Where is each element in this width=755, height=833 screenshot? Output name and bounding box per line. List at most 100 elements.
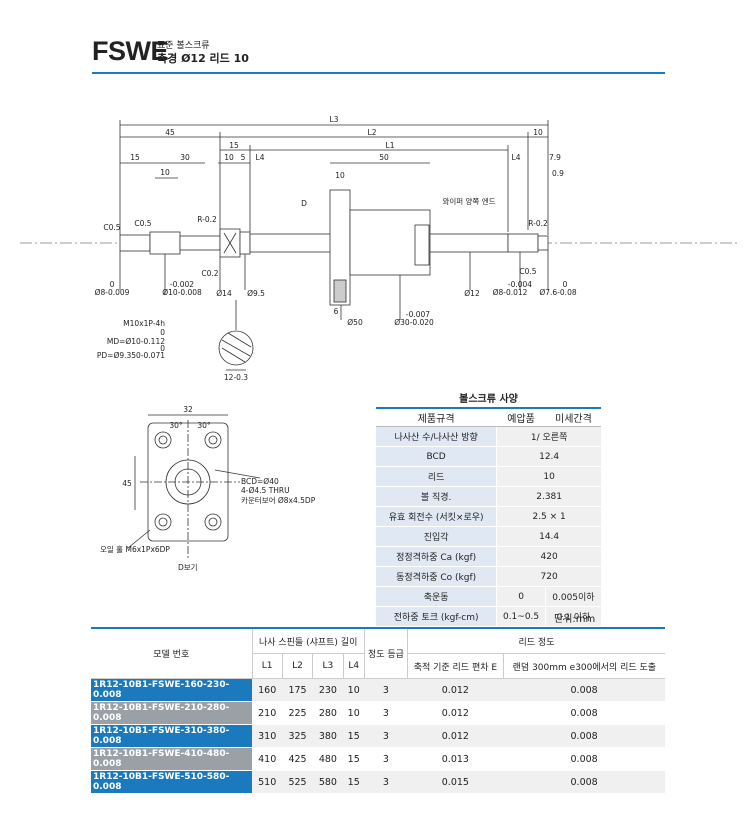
dim-L3: L3 (330, 115, 339, 124)
header-grade: 정도 등급 (363, 627, 409, 679)
flange-angle-right: 30° (197, 421, 211, 430)
spec-value: 0.1~0.5 (496, 606, 546, 627)
table-row: 1R12-10B1-FSWE-310-380-0.008 310 325 380… (91, 724, 665, 748)
flange-bcd: BCD=Ø40 (241, 477, 279, 486)
cell-e300: 0.008 (503, 770, 665, 794)
dim-10: 10 (160, 168, 170, 177)
cell-L4: 15 (343, 770, 365, 794)
cell-L3: 580 (312, 770, 344, 794)
cell-e300: 0.008 (503, 747, 665, 771)
flange-dim-32: 32 (183, 405, 193, 414)
spec-value: 720 (496, 566, 601, 587)
cell-e300: 0.008 (503, 678, 665, 702)
dim-5: 5 (241, 153, 246, 162)
label-D: D (301, 199, 307, 208)
spec-label: 동정격하중 Co (kgf) (376, 566, 497, 587)
flange-view-drawing: 32 30° 30° 45 BCD=Ø40 4-Ø4.5 THRU 카운터보어 … (100, 405, 316, 572)
spec-label: 축운동 (376, 586, 497, 607)
ball-screw-drawing: L3 45 L2 10 15 L1 15 30 10 10 5 L4 50 L4… (20, 115, 740, 382)
label-c05: C0.5 (103, 223, 120, 232)
spec-header-1: 제품규격 (376, 409, 497, 427)
spec-value: 2.5 × 1 (496, 506, 601, 527)
tol-right-1a: -0.004 (508, 280, 532, 289)
cell-e300: 0.008 (503, 724, 665, 748)
table-row: 1R12-10B1-FSWE-510-580-0.008 510 525 580… (91, 770, 665, 794)
spec-label: 전하중 토크 (kgf-cm) (376, 606, 497, 627)
tol-mid-b: Ø30-0.020 (394, 318, 434, 327)
spec-title: 볼스크류 사양 (376, 390, 601, 409)
cell-E: 0.015 (407, 770, 504, 794)
cell-e300: 0.008 (503, 701, 665, 725)
spec-label: 유효 회전수 (서킷×로우) (376, 506, 497, 527)
series-title: FSWE (92, 36, 169, 66)
dim-0-9: 0.9 (552, 169, 564, 178)
spec-label: 정정격하중 Ca (kgf) (376, 546, 497, 567)
cell-L2: 525 (282, 770, 313, 794)
tol-left-1a: 0 (110, 280, 115, 289)
spec-value-2: 0.005이하 (544, 586, 601, 607)
model-number: 1R12-10B1-FSWE-310-380-0.008 (91, 724, 252, 748)
tol-right-2a: 0 (563, 280, 568, 289)
cell-L2: 325 (282, 724, 313, 748)
flange-angle-left: 30° (169, 421, 183, 430)
cell-grade: 3 (364, 701, 408, 725)
label-d14: Ø14 (216, 289, 232, 298)
tol-left-1b: Ø8-0.009 (95, 288, 130, 297)
header-L2: L2 (281, 653, 314, 679)
cell-L1: 310 (252, 724, 283, 748)
table-row: 1R12-10B1-FSWE-410-480-0.008 410 425 480… (91, 747, 665, 771)
label-d50: Ø50 (347, 318, 363, 327)
spec-value: 420 (496, 546, 601, 567)
model-table: 모델 번호 나사 스핀들 (샤프트) 길이 정도 등급 리드 정도 L1 L2 … (91, 627, 665, 794)
label-d95: Ø9.5 (247, 289, 265, 298)
cell-L3: 480 (312, 747, 344, 771)
section-dim: 12-0.3 (224, 373, 248, 382)
header-L4: L4 (342, 653, 365, 679)
header-rule (92, 72, 665, 74)
spec-label: 진입각 (376, 526, 497, 547)
cell-L1: 160 (252, 678, 283, 702)
cell-L1: 210 (252, 701, 283, 725)
cell-E: 0.012 (407, 724, 504, 748)
spec-value: 14.4 (496, 526, 601, 547)
dim-15: 15 (229, 141, 239, 150)
header-model: 모델 번호 (91, 627, 253, 679)
spec-label: 볼 직경. (376, 486, 497, 507)
cell-L4: 15 (343, 747, 365, 771)
cell-E: 0.012 (407, 678, 504, 702)
label-d12: Ø12 (464, 289, 480, 298)
spec-header-3: 미세간격 (544, 409, 601, 427)
spec-value: 0 (496, 586, 546, 607)
spec-value: 10 (496, 466, 601, 487)
cell-grade: 3 (364, 724, 408, 748)
model-number: 1R12-10B1-FSWE-210-280-0.008 (91, 701, 252, 725)
thread-line-5: PD=Ø9.350-0.071 (97, 351, 165, 360)
tol-left-2b: Ø10-0.008 (162, 288, 202, 297)
header-lead: 리드 정도 (407, 627, 665, 654)
flange-holes: 4-Ø4.5 THRU (241, 486, 290, 495)
dim-50: 50 (379, 153, 389, 162)
tol-right-1b: Ø8-0.012 (493, 288, 528, 297)
spec-label: 나사산 수/나사산 방향 (376, 426, 497, 447)
series-subtitle-top: 표준 볼스크류 (157, 41, 210, 51)
model-number: 1R12-10B1-FSWE-410-480-0.008 (91, 747, 252, 771)
series-subtitle-bottom: 축경 Ø12 리드 10 (157, 52, 249, 65)
cell-L3: 380 (312, 724, 344, 748)
header-L1: L1 (251, 653, 283, 679)
header-length: 나사 스핀들 (샤프트) 길이 (251, 627, 365, 654)
cell-L4: 10 (343, 701, 365, 725)
table-row: 1R12-10B1-FSWE-160-230-0.008 160 175 230… (91, 678, 665, 702)
tol-mid-a: -0.007 (406, 310, 430, 319)
dim-L4: L4 (256, 153, 265, 162)
tol-left-2a: -0.002 (170, 280, 194, 289)
dim-7-9: 7.9 (549, 153, 561, 162)
label-wiper: 와이퍼 양쪽 엔드 (442, 196, 495, 206)
